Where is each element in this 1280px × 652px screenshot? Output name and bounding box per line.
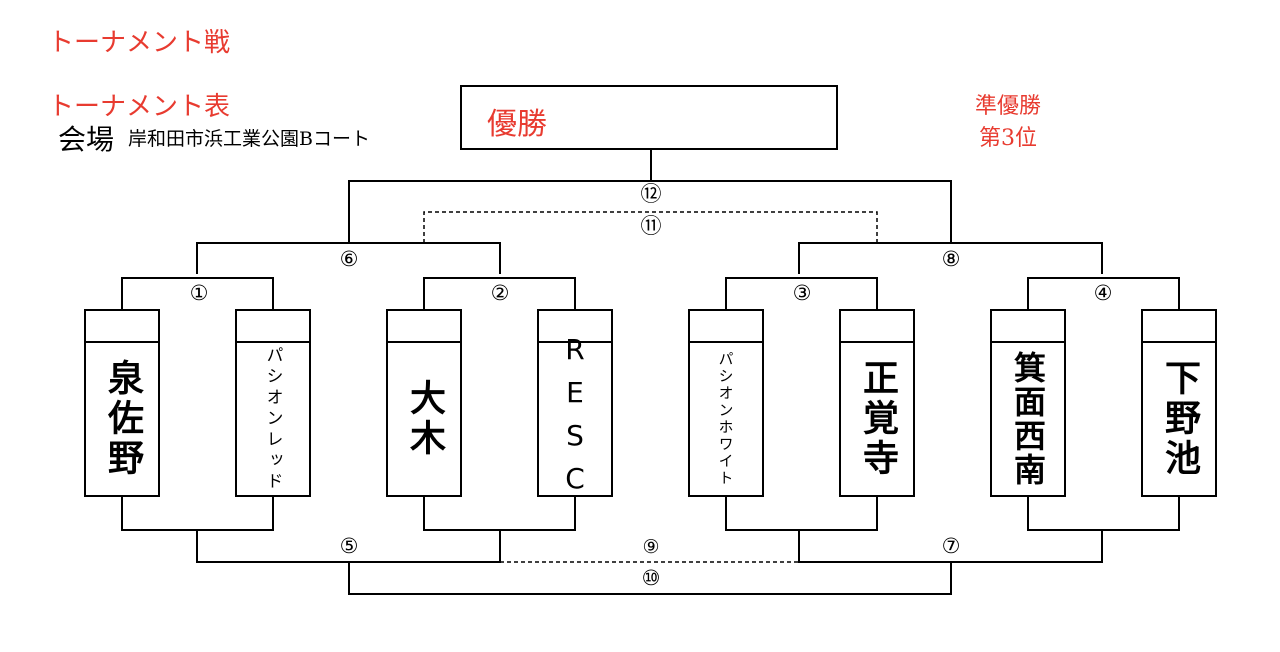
team-name: 下野池 <box>1159 359 1200 479</box>
team-score-box <box>690 311 762 343</box>
match-7-number: ⑦ <box>941 534 961 558</box>
match-5-number: ⑤ <box>339 534 359 558</box>
match-7a-base <box>725 497 878 531</box>
team-score-box <box>539 311 611 343</box>
match-5-base <box>121 497 274 531</box>
team-card: 大木 <box>386 309 462 497</box>
match-11-number: ⑪ <box>640 214 662 238</box>
match-10-line <box>348 562 952 595</box>
team-card: パシオンレッド <box>235 309 311 497</box>
champion-box: 優勝 <box>460 85 838 150</box>
team-card: 下野池 <box>1141 309 1217 497</box>
team-score-box <box>841 311 913 343</box>
team-name: RESC <box>558 333 592 505</box>
team-name: パシオンレッド <box>262 345 283 493</box>
team-name: 箕面西南 <box>1009 351 1047 487</box>
semifinal-8-line <box>798 242 1103 274</box>
team-card: 箕面西南 <box>990 309 1066 497</box>
semifinal-6-line <box>196 242 501 274</box>
team-score-box <box>388 311 460 343</box>
team-card: 泉佐野 <box>84 309 160 497</box>
match-5b-base <box>423 497 576 531</box>
match-3-number: ③ <box>792 281 812 305</box>
team-score-box <box>237 311 309 343</box>
team-name: 大木 <box>404 379 445 459</box>
match-1-line <box>121 277 274 309</box>
match-2-line <box>423 277 576 309</box>
team-score-box <box>1143 311 1215 343</box>
match-10-number: ⑩ <box>641 566 661 590</box>
team-card: 正覚寺 <box>839 309 915 497</box>
venue-value: 岸和田市浜工業公園Bコート <box>128 128 370 150</box>
team-score-box <box>86 311 158 343</box>
match-11-line <box>423 211 878 243</box>
venue-label: 会場 <box>58 123 115 156</box>
third-place-label: 第3位 <box>979 126 1037 151</box>
match-9-number: ⑨ <box>642 536 660 558</box>
match-4-number: ④ <box>1093 281 1113 305</box>
match-12-number: ⑫ <box>640 182 662 206</box>
match-6-number: ⑥ <box>339 247 359 271</box>
page-subtitle: トーナメント表 <box>48 92 231 122</box>
champion-label: 優勝 <box>487 107 547 142</box>
match-7b-base <box>1027 497 1180 531</box>
match-2-number: ② <box>490 281 510 305</box>
team-name: 正覚寺 <box>857 359 898 479</box>
team-score-box <box>992 311 1064 343</box>
team-name: パシオンホワイト <box>716 351 735 487</box>
match-8-number: ⑧ <box>941 247 961 271</box>
final-line <box>348 180 952 243</box>
page-title: トーナメント戦 <box>48 28 231 58</box>
team-card: RESC <box>537 309 613 505</box>
match-4-line <box>1027 277 1180 309</box>
match-1-number: ① <box>189 281 209 305</box>
team-card: パシオンホワイト <box>688 309 764 497</box>
team-name: 泉佐野 <box>102 359 143 479</box>
runner-up-label: 準優勝 <box>974 94 1041 119</box>
match-3-line <box>725 277 878 309</box>
